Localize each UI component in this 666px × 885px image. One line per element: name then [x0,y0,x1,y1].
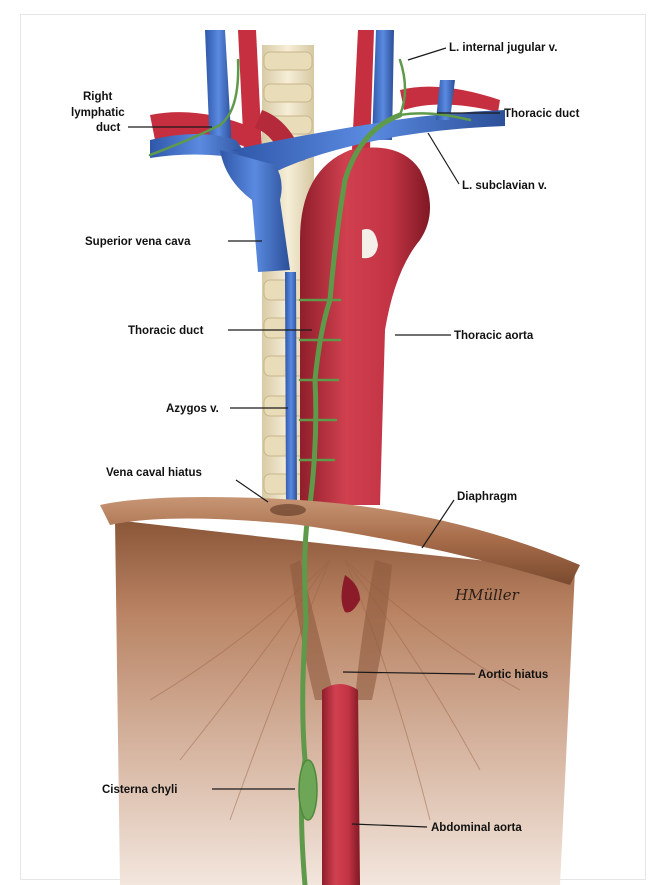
label-diaphragm: Diaphragm [457,491,517,503]
label-thoracic-aorta: Thoracic aorta [454,330,534,342]
label-right-lymphatic-line2: lymphatic [71,107,125,119]
label-thoracic-duct-upper: Thoracic duct [504,108,580,120]
label-l-subclavian: L. subclavian v. [462,180,547,192]
label-azygos: Azygos v. [166,403,219,415]
label-abdominal-aorta: Abdominal aorta [431,822,522,834]
label-l-internal-jugular: L. internal jugular v. [449,42,557,54]
label-right-lymphatic-line3: duct [96,122,120,134]
label-aortic-hiatus: Aortic hiatus [478,669,548,681]
label-right-lymphatic-line1: Right [83,91,113,103]
label-cisterna-chyli: Cisterna chyli [102,784,177,796]
artist-signature: HMüller [454,586,520,604]
label-thoracic-duct-mid: Thoracic duct [128,325,204,337]
label-superior-vena-cava: Superior vena cava [85,236,191,248]
label-vena-caval-hiatus: Vena caval hiatus [106,467,202,479]
